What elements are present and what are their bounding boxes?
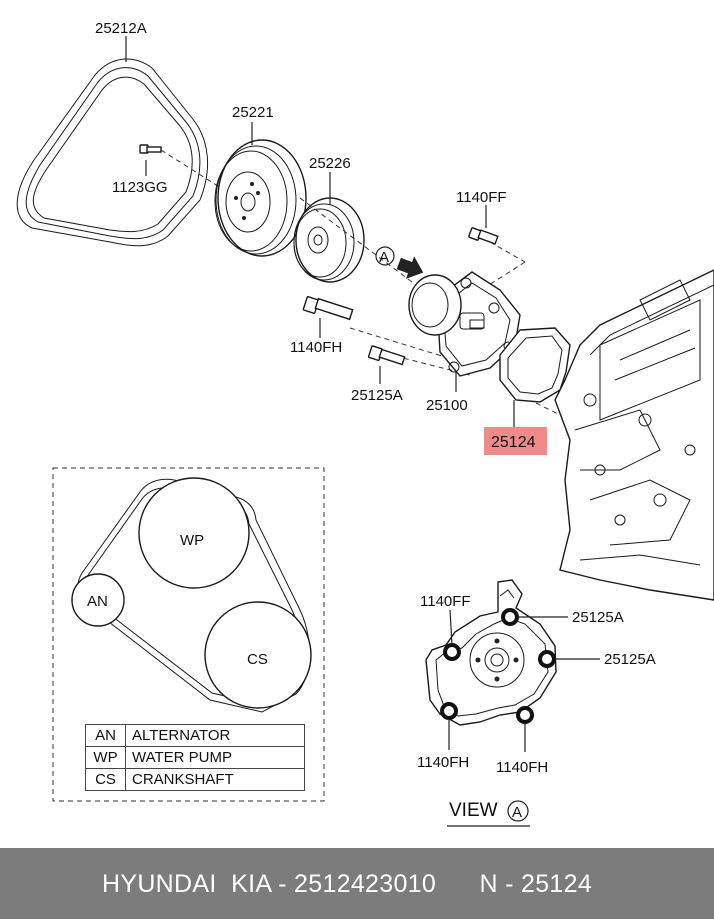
legend-row: WP WATER PUMP xyxy=(85,746,305,769)
callout-bolt-1140fh: 1140FH xyxy=(290,339,342,356)
callout-gasket: 25124 xyxy=(491,434,536,451)
view-callout-25125a-right: 25125A xyxy=(604,651,656,668)
view-title-marker: A xyxy=(512,804,522,821)
callout-water-pump: 25100 xyxy=(426,397,468,414)
alternator-pulley-circle xyxy=(71,573,125,627)
water-pump-pulley xyxy=(293,197,365,283)
exploded-parts-diagram: 25212A 1123GG 25221 25226 1140FF xyxy=(16,20,714,827)
view-callout-1140ff: 1140FF xyxy=(420,593,471,610)
legend-code: CS xyxy=(85,768,126,791)
callout-crank-pulley: 25221 xyxy=(232,104,274,121)
bolt-25125a xyxy=(367,345,406,366)
water-pump-pulley-circle xyxy=(138,477,250,589)
legend-code: WP xyxy=(85,746,126,769)
view-a-marker: A xyxy=(379,249,389,266)
legend-row: AN ALTERNATOR xyxy=(85,724,305,747)
legend-table: AN ALTERNATOR WP WATER PUMP CS CRANKSHAF… xyxy=(85,724,305,791)
legend-row: CS CRANKSHAFT xyxy=(85,768,305,791)
callout-pulley-bolt: 1123GG xyxy=(112,179,168,196)
callout-pump-pulley: 25226 xyxy=(309,155,351,172)
view-direction-arrow xyxy=(396,256,424,279)
legend-description: WATER PUMP xyxy=(125,746,305,769)
callout-bolt-25125a: 25125A xyxy=(351,387,403,404)
callout-bolt-1140ff: 1140FF xyxy=(456,189,507,206)
circle-label-cs: CS xyxy=(247,651,268,668)
bolt-1140ff xyxy=(468,227,499,245)
view-title: VIEW xyxy=(449,800,498,821)
bolt-1140fh xyxy=(302,296,354,321)
highlight-box xyxy=(484,427,547,455)
circle-label-an: AN xyxy=(87,593,108,610)
engine-block xyxy=(554,269,714,601)
gasket xyxy=(499,327,571,403)
footer-part-number: HYUNDAI KIA - 2512423010 N - 25124 xyxy=(102,870,593,898)
belt-layout-box xyxy=(52,467,325,802)
legend-description: CRANKSHAFT xyxy=(125,768,305,791)
pulley-bolt-1123gg xyxy=(139,144,162,154)
crankshaft-pulley-circle xyxy=(204,601,312,709)
view-a-marker-circle xyxy=(375,246,395,266)
drive-belt xyxy=(16,58,209,247)
crank-pulley xyxy=(214,139,307,257)
circle-label-wp: WP xyxy=(180,532,204,549)
view-callout-1140fh-right: 1140FH xyxy=(496,759,548,776)
callout-belt: 25212A xyxy=(95,20,147,37)
view-callout-1140fh-left: 1140FH xyxy=(417,754,469,771)
legend-description: ALTERNATOR xyxy=(125,724,305,747)
view-callout-25125a-top: 25125A xyxy=(572,609,624,626)
view-title-marker-circle xyxy=(507,800,529,822)
footer-bar: HYUNDAI KIA - 2512423010 N - 25124 xyxy=(0,848,714,919)
legend-code: AN xyxy=(85,724,126,747)
